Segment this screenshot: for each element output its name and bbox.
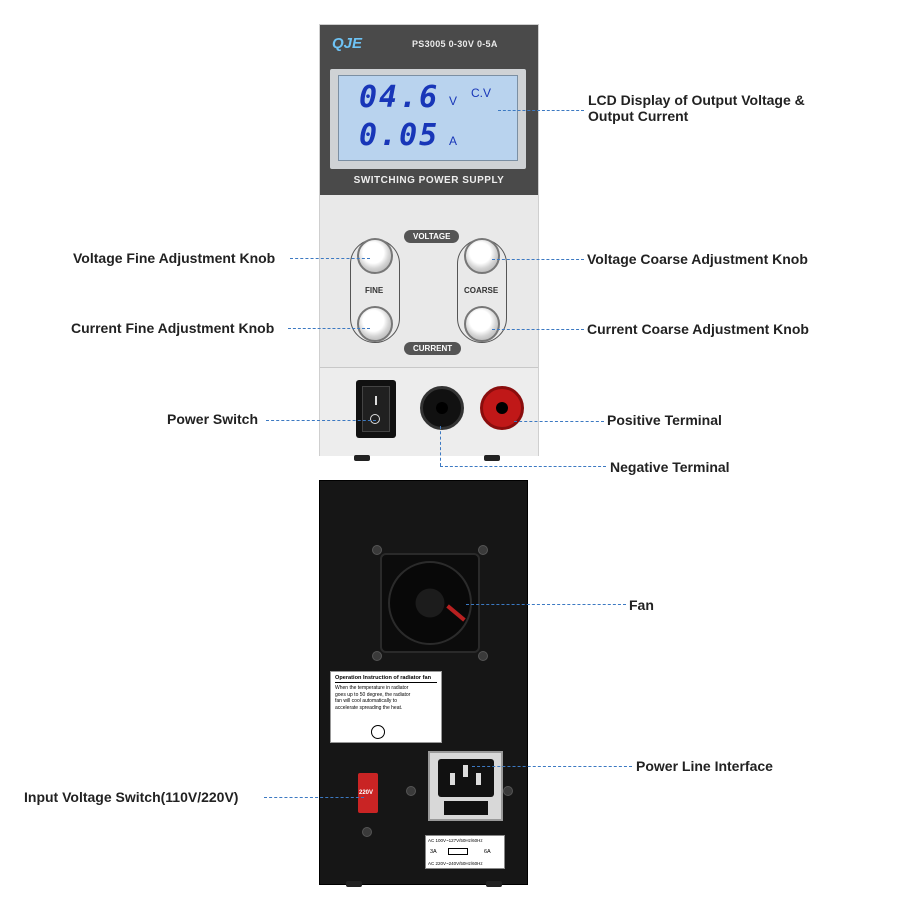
current-fine-callout: Current Fine Adjustment Knob (71, 320, 275, 336)
voltage-fine-knob[interactable] (357, 238, 393, 274)
fuse-icon (448, 848, 468, 855)
fuse-drawer[interactable] (444, 801, 488, 815)
lcd-callout-line (498, 110, 584, 111)
fan-instruction-label: Operation Instruction of radiator fan Wh… (330, 671, 442, 743)
positive-terminal[interactable] (480, 386, 524, 430)
input-voltage-callout: Input Voltage Switch(110V/220V) (24, 789, 239, 805)
lcd-bezel: 04.6 V C.V 0.05 A (330, 69, 526, 169)
positive-terminal-hole (496, 402, 508, 414)
input-voltage-switch-text: 220V (359, 790, 374, 796)
current-coarse-callout-line (492, 329, 584, 330)
lcd-callout-line2: Output Current (588, 108, 689, 124)
current-label: CURRENT (404, 342, 462, 355)
voltage-coarse-callout-line (492, 259, 584, 260)
mode-indicator: C.V (471, 86, 492, 100)
voltage-label-top: AC 100V~127V/50Hz/60Hz (428, 838, 483, 843)
power-switch-callout-line (266, 420, 376, 421)
front-foot-right (484, 455, 500, 461)
power-line-callout: Power Line Interface (636, 758, 773, 774)
screw-icon (503, 786, 513, 796)
negative-terminal-callout-line (440, 466, 606, 467)
power-supply-rear: Operation Instruction of radiator fan Wh… (319, 480, 528, 887)
power-switch-callout: Power Switch (167, 411, 259, 427)
power-supply-front: QJE PS3005 0-30V 0-5A 04.6 V C.V 0.05 A … (319, 24, 539, 461)
voltage-label-fuse-a: 3A (430, 849, 437, 855)
fan-instruction-text: When the temperature in radiator goes up… (335, 685, 437, 711)
socket-pin (463, 765, 468, 777)
screw-icon (478, 651, 488, 661)
current-coarse-knob[interactable] (464, 306, 500, 342)
fan-instruction-line: goes up to 50 degree, the radiator (335, 691, 411, 698)
screw-icon (372, 651, 382, 661)
power-switch-rocker[interactable] (362, 386, 390, 432)
fan-symbol-icon (371, 725, 385, 739)
iec-socket (438, 759, 494, 797)
front-top-panel: QJE PS3005 0-30V 0-5A 04.6 V C.V 0.05 A … (320, 25, 538, 195)
fan-instruction-line: When the temperature in radiator (335, 685, 409, 691)
front-base (320, 367, 538, 456)
voltage-unit: V (449, 94, 458, 108)
fan-instruction-line: fan will cool automatically to (335, 698, 397, 705)
power-on-mark (375, 396, 377, 405)
positive-terminal-callout-line (514, 421, 604, 422)
fan-callout: Fan (629, 597, 654, 613)
current-coarse-callout: Current Coarse Adjustment Knob (587, 321, 809, 337)
fan-blades (388, 561, 472, 645)
front-title: SWITCHING POWER SUPPLY (353, 175, 505, 186)
fan-grill (380, 553, 480, 653)
power-switch[interactable] (356, 380, 396, 438)
voltage-fine-callout-line (290, 258, 370, 259)
negative-terminal[interactable] (420, 386, 464, 430)
voltage-coarse-callout: Voltage Coarse Adjustment Knob (587, 251, 808, 267)
rear-foot-left (346, 881, 362, 887)
screw-icon (372, 545, 382, 555)
lcd-display: 04.6 V C.V 0.05 A (338, 75, 518, 161)
socket-pin (450, 773, 455, 785)
coarse-label: COARSE (464, 286, 499, 295)
fine-label: FINE (365, 286, 384, 295)
voltage-label-bottom: AC 220V~240V/50Hz/60Hz (428, 861, 483, 866)
screw-icon (478, 545, 488, 555)
negative-terminal-callout: Negative Terminal (610, 459, 730, 475)
screw-icon (362, 827, 372, 837)
voltage-label: VOLTAGE (404, 230, 460, 243)
current-reading: 0.05 (359, 118, 440, 153)
power-line-callout-line (472, 766, 632, 767)
current-fine-callout-line (288, 328, 370, 329)
current-unit: A (449, 134, 458, 148)
fan-instruction-title: Operation Instruction of radiator fan (335, 675, 437, 683)
input-voltage-switch[interactable]: 220V (358, 773, 378, 813)
lcd-callout: LCD Display of Output Voltage & (588, 92, 805, 108)
input-voltage-callout-line (264, 797, 364, 798)
power-off-mark (370, 414, 380, 424)
negative-terminal-hole (436, 402, 448, 414)
socket-pin (476, 773, 481, 785)
voltage-fine-callout: Voltage Fine Adjustment Knob (73, 250, 276, 266)
negative-terminal-callout-vline (440, 426, 441, 466)
rear-foot-right (486, 881, 502, 887)
screw-icon (406, 786, 416, 796)
input-voltage-label: AC 100V~127V/50Hz/60Hz 3A 6A AC 220V~240… (425, 835, 505, 869)
fan-instruction-line: accelerate spreading the heat. (335, 704, 403, 711)
positive-terminal-callout: Positive Terminal (607, 412, 722, 428)
voltage-coarse-knob[interactable] (464, 238, 500, 274)
brand-logo: QJE (332, 35, 363, 52)
current-fine-knob[interactable] (357, 306, 393, 342)
voltage-label-fuse-b: 6A (484, 849, 491, 855)
model-label: PS3005 0-30V 0-5A (412, 39, 498, 49)
voltage-reading: 04.6 (359, 80, 440, 115)
power-line-interface[interactable] (428, 751, 503, 821)
front-foot-left (354, 455, 370, 461)
fan-callout-line (466, 604, 626, 605)
